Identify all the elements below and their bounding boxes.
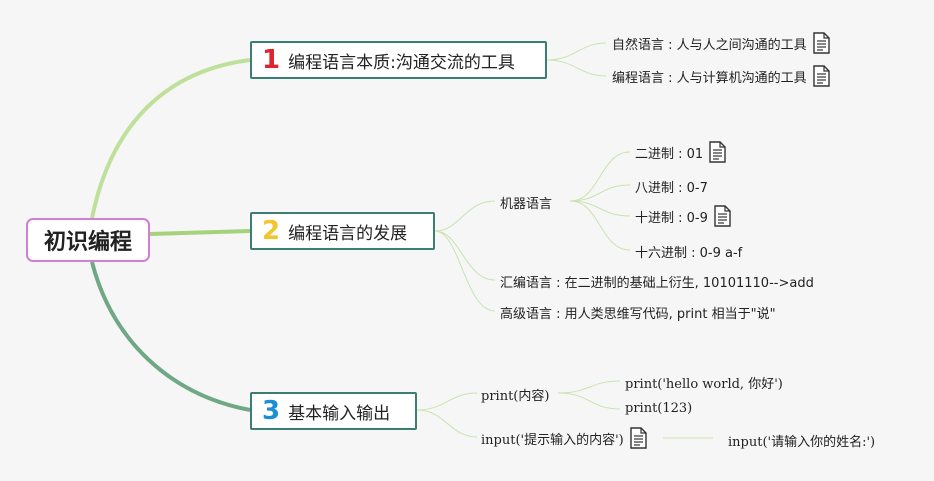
- root-topic-label: 初识编程: [43, 230, 132, 255]
- subtopic-programming-language[interactable]: 编程语言 : 人与计算机沟通的工具: [612, 65, 830, 87]
- topic-label: 基本输入输出: [288, 403, 391, 424]
- subtopic-label: print(内容): [481, 389, 550, 404]
- branch-root-topic-3: [90, 261, 251, 412]
- subtopic-label: 汇编语言 : 在二进制的基础上衍生, 10101110-->add: [500, 276, 814, 291]
- topic-label: 编程语言本质:沟通交流的工具: [288, 52, 515, 73]
- subtopic-label: 十六进制 : 0-9 a-f: [635, 246, 743, 261]
- subtopic-print[interactable]: print(内容): [481, 385, 549, 404]
- topic-label: 编程语言的发展: [288, 223, 408, 244]
- note-icon[interactable]: [630, 427, 647, 449]
- topic-1[interactable]: 1 编程语言本质:沟通交流的工具: [250, 41, 547, 79]
- subtopic-label: input('请输入你的姓名:'): [728, 435, 876, 450]
- subtopic-assembly-language[interactable]: 汇编语言 : 在二进制的基础上衍生, 10101110-->add: [500, 272, 814, 291]
- subtopic-input-name[interactable]: input('请输入你的姓名:'): [728, 431, 875, 450]
- topic-number: 1: [262, 45, 281, 75]
- subtopic-input[interactable]: input('提示输入的内容'): [481, 427, 647, 449]
- root-topic[interactable]: 初识编程: [26, 218, 150, 262]
- subtopic-high-level-language[interactable]: 高级语言 : 用人类思维写代码, print 相当于"说": [500, 303, 776, 322]
- topic-2[interactable]: 2 编程语言的发展: [250, 212, 435, 250]
- subtopic-label: 自然语言 : 人与人之间沟通的工具: [612, 37, 807, 53]
- subtopic-label: 机器语言: [500, 197, 553, 212]
- subtopic-label: 高级语言 : 用人类思维写代码, print 相当于"说": [500, 307, 776, 322]
- branch-root-topic-1: [90, 58, 251, 219]
- subtopic-label: 八进制 : 0-7: [635, 181, 708, 196]
- subtopic-octal[interactable]: 八进制 : 0-7: [635, 177, 708, 196]
- subtopic-label: input('提示输入的内容'): [481, 432, 624, 448]
- subtopic-decimal[interactable]: 十进制 : 0-9: [635, 205, 731, 227]
- subtopic-hexadecimal[interactable]: 十六进制 : 0-9 a-f: [635, 242, 742, 261]
- branch-root-topic-2: [149, 229, 251, 236]
- note-icon[interactable]: [812, 32, 830, 54]
- subtopic-label: print(123): [625, 401, 693, 416]
- subtopic-print-number[interactable]: print(123): [625, 401, 692, 416]
- subtopic-label: 编程语言 : 人与计算机沟通的工具: [612, 70, 807, 86]
- subtopic-machine-language[interactable]: 机器语言: [500, 193, 552, 212]
- subtopic-natural-language[interactable]: 自然语言 : 人与人之间沟通的工具: [612, 32, 830, 54]
- topic-number: 2: [262, 216, 281, 246]
- subtopic-label: print('hello world, 你好'): [625, 377, 783, 392]
- subtopic-print-hello[interactable]: print('hello world, 你好'): [625, 373, 783, 392]
- note-icon[interactable]: [714, 205, 731, 227]
- subtopic-label: 十进制 : 0-9: [635, 210, 708, 226]
- subtopic-label: 二进制 : 01: [635, 146, 704, 162]
- topic-number: 3: [262, 396, 281, 426]
- note-icon[interactable]: [812, 65, 830, 87]
- subtopic-binary[interactable]: 二进制 : 01: [635, 141, 726, 163]
- note-icon[interactable]: [709, 141, 726, 163]
- topic-3[interactable]: 3 基本输入输出: [250, 392, 417, 430]
